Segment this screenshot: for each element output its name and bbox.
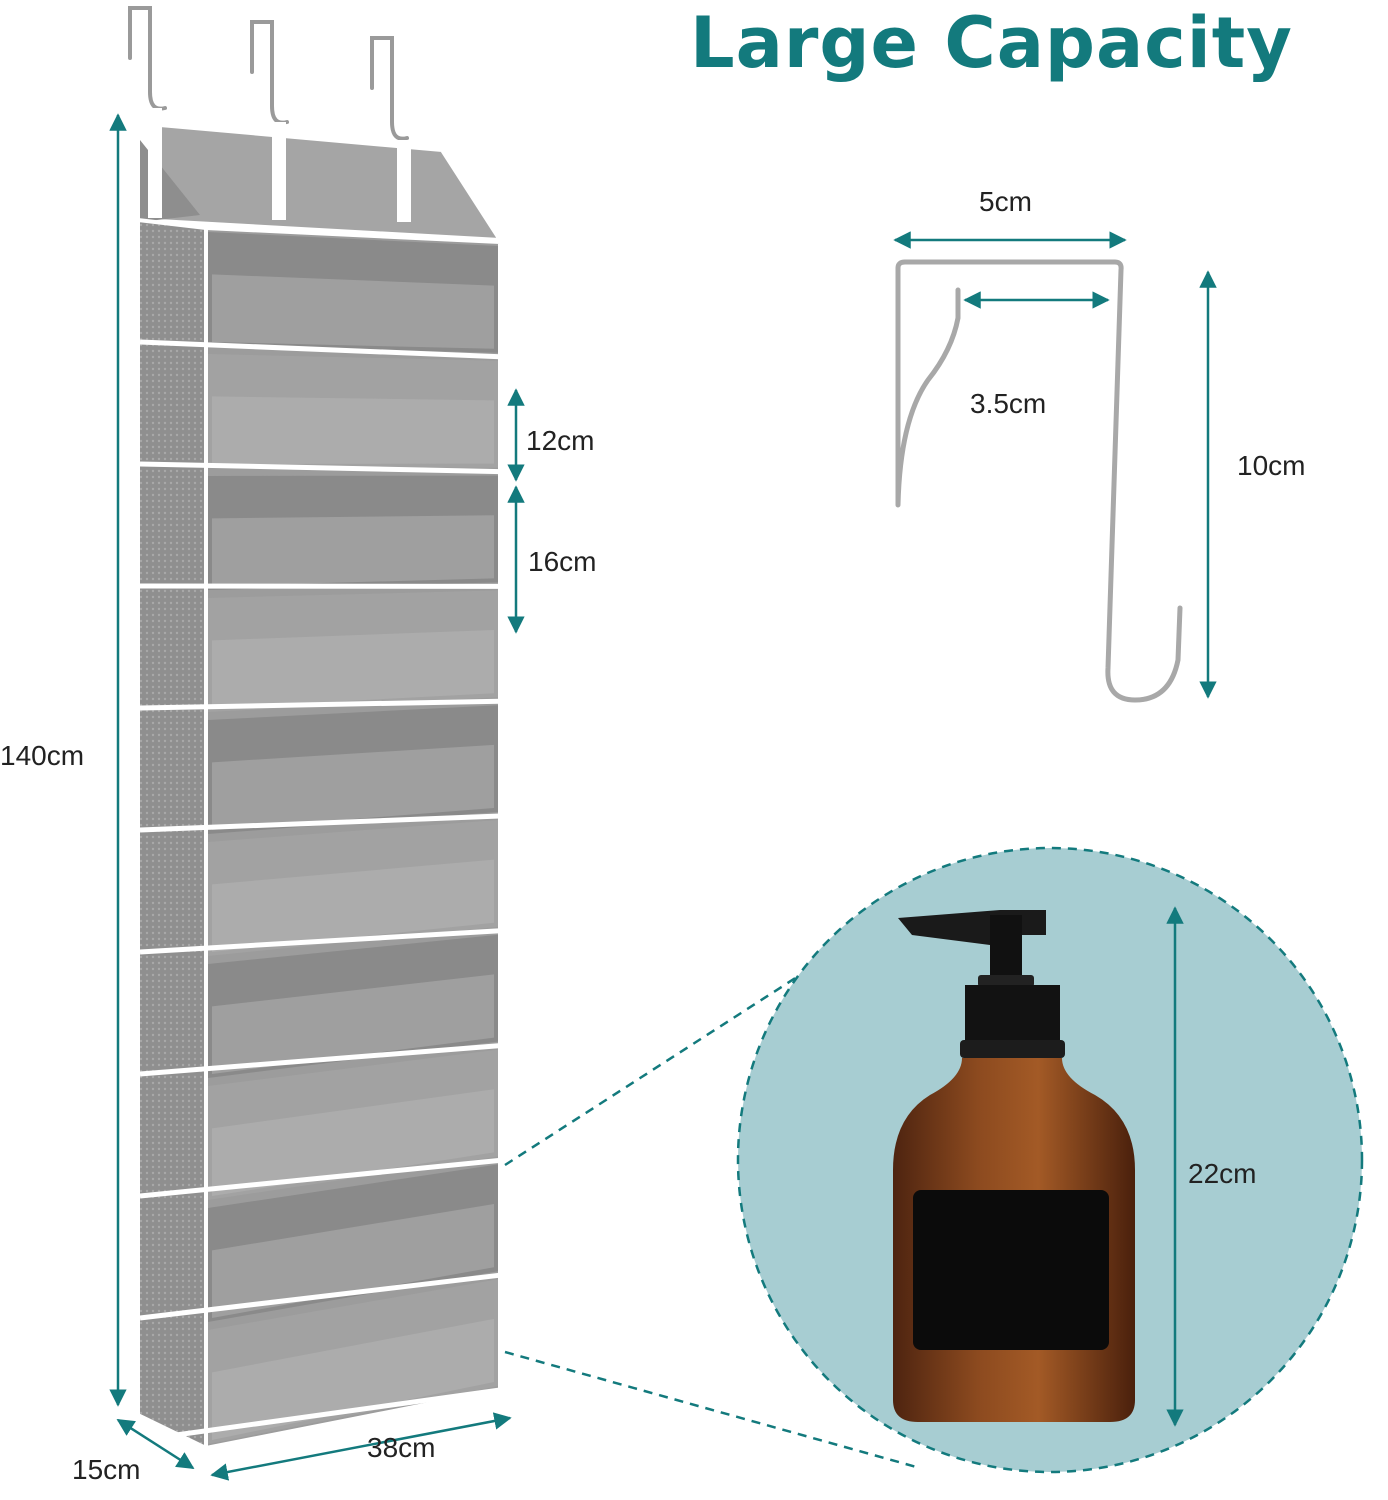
hook-icon — [128, 6, 167, 111]
page-title: Large Capacity — [690, 2, 1293, 84]
hook-height-label: 10cm — [1237, 450, 1306, 481]
pocket — [208, 934, 498, 1078]
pocket-window — [212, 744, 494, 830]
pocket-window — [212, 515, 494, 586]
pocket-window — [212, 630, 494, 708]
pocket-window — [212, 274, 494, 349]
organizer-depth-label: 15cm — [72, 1454, 141, 1485]
pocket — [208, 705, 498, 834]
pocket — [208, 1279, 498, 1444]
door-organizer — [136, 108, 504, 1452]
width-arrow — [210, 1412, 512, 1481]
pocket-large-label: 16cm — [528, 546, 597, 577]
hook-icon — [370, 36, 409, 141]
organizer-width-label: 38cm — [367, 1432, 436, 1463]
hook-diagram — [895, 259, 1183, 703]
pocket-window — [212, 974, 494, 1074]
bottle-height-label: 22cm — [1188, 1158, 1257, 1189]
depth-arrow — [116, 1418, 195, 1470]
pocket-binding — [139, 813, 501, 833]
pocket-binding — [139, 1157, 501, 1199]
pocket-window — [212, 1204, 494, 1318]
door-hooks — [128, 6, 409, 141]
hook-icon — [250, 20, 289, 125]
pocket — [208, 475, 498, 590]
organizer-height-label: 140cm — [0, 740, 85, 771]
hook-gap-label: 3.5cm — [970, 388, 1047, 419]
pocket — [208, 820, 498, 956]
hook-width-label: 5cm — [979, 186, 1032, 217]
soap-bottle — [893, 910, 1135, 1422]
pocket-small-label: 12cm — [526, 425, 595, 456]
pocket-binding — [139, 928, 501, 955]
pocket — [208, 232, 498, 353]
pocket — [208, 354, 498, 468]
pocket-binding — [139, 339, 501, 360]
pocket-window — [212, 1089, 494, 1196]
pocket-window — [212, 1318, 494, 1440]
pocket-binding — [139, 1043, 501, 1077]
pocket — [208, 1049, 498, 1200]
pocket-window — [212, 859, 494, 952]
pocket — [208, 590, 498, 712]
pocket-rows — [139, 232, 501, 1444]
pocket-binding — [139, 698, 501, 711]
pocket-binding — [139, 1272, 501, 1321]
pocket-binding — [139, 461, 501, 475]
pocket-window — [212, 396, 494, 464]
